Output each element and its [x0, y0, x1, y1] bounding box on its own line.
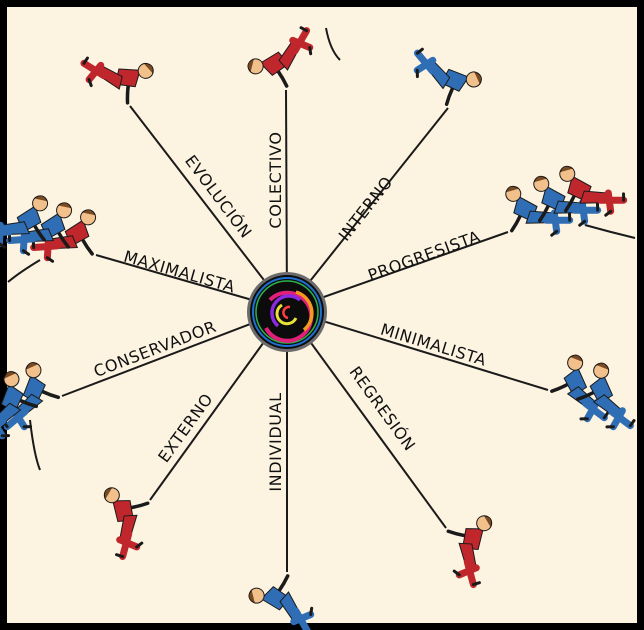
tug-of-war-figure-icon: [246, 20, 315, 89]
rope-evolucion: [129, 105, 288, 311]
tug-of-war-figure-icon: [573, 359, 644, 434]
rope-tail: [7, 259, 41, 283]
tug-of-war-figure-icon: [76, 30, 160, 114]
label-progresista: PROGRESISTA: [365, 227, 482, 285]
label-colectivo: COLECTIVO: [266, 131, 285, 228]
rope-regresion: [286, 309, 447, 529]
tug-of-war-figure-icon: [551, 151, 628, 228]
color-spiral-hub-icon: [247, 272, 327, 352]
tug-of-war-figure-icon: [79, 479, 162, 562]
label-externo: EXTERNO: [154, 390, 217, 466]
label-conservador: CONSERVADOR: [91, 317, 219, 381]
rope-tail: [325, 27, 341, 61]
label-minimalista: MINIMALISTA: [378, 320, 489, 370]
label-evolucion: EVOLUCIÓN: [181, 151, 256, 242]
rope-interno: [286, 107, 449, 311]
label-maximalista: MAXIMALISTA: [122, 247, 238, 297]
tug-of-war-figure-icon: [434, 507, 517, 590]
rope-minimalista: [286, 309, 549, 391]
rope-tail: [584, 224, 636, 239]
label-individual: INDIVIDUAL: [266, 392, 285, 491]
label-interno: INTERNO: [335, 173, 397, 245]
tug-of-war-figure-icon: [247, 573, 316, 630]
tug-of-war-figure-icon: [409, 34, 486, 111]
